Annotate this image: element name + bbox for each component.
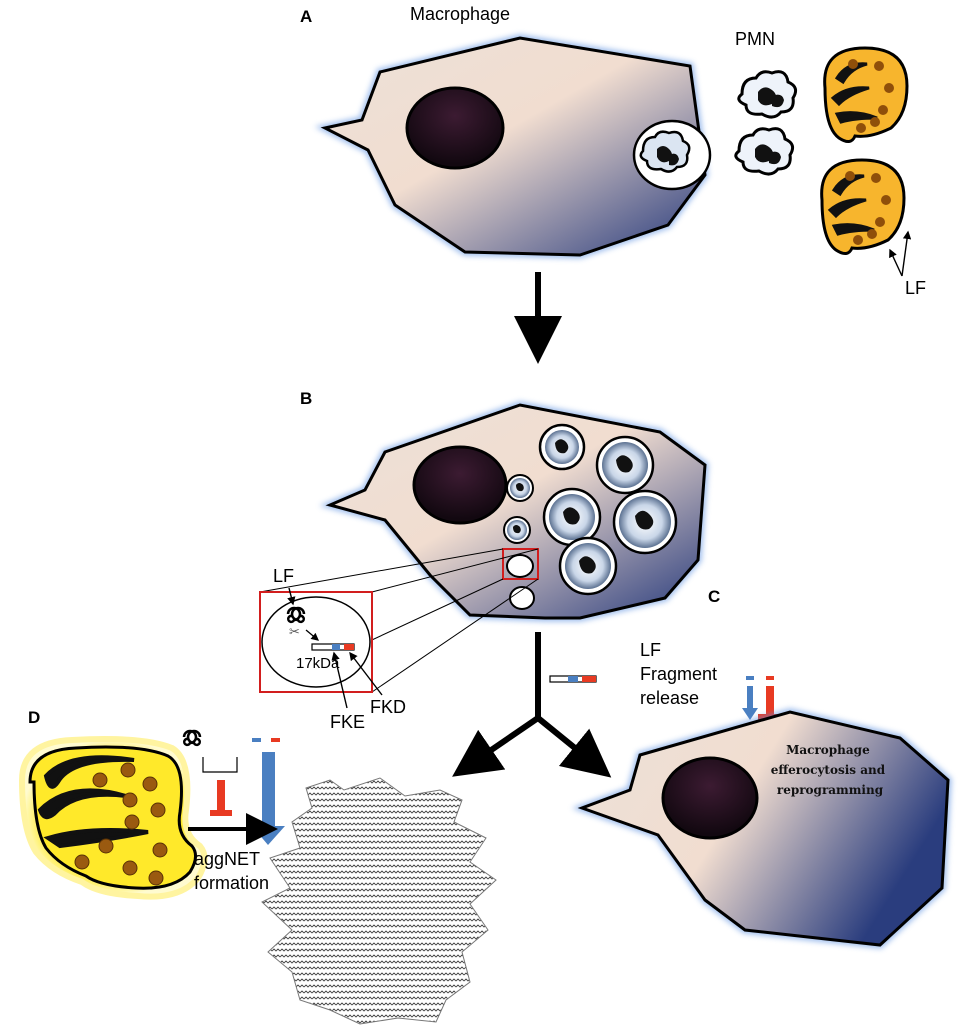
fke-pointer [331,651,348,709]
pmn-cell-1 [737,70,798,119]
lf-pointer-2 [901,230,912,277]
panel-label-c: C [708,587,720,606]
arrow-branch-left [452,715,540,777]
apoptotic-pmn-1 [823,46,909,143]
lf-fragment-bar-zoom [311,643,355,651]
aggnet-label: aggNET formation [194,849,269,893]
net-forming-neutrophil [18,736,208,900]
cleavage-arrow [305,629,319,641]
panel-label-a: A [300,7,312,26]
lf-label-a: LF [905,278,926,298]
macrophage-process-label: Macrophage efferocytosis and reprogrammi… [771,743,890,797]
zoom-source-box [502,548,539,580]
lf-pointer-1 [889,248,903,277]
panel-label-b: B [300,389,312,408]
nucleus-c [661,756,759,840]
lf-fragment-release-label: LF Fragment release [640,640,722,708]
lf-molecule-icon [286,606,306,624]
nucleus-a [405,86,505,170]
panel-label-d: D [28,708,40,727]
kda-label: 17kDa [296,655,340,672]
aggnet-structure [261,777,497,1025]
lf-bracket-inhibit [182,729,238,816]
scissors-icon: ✂ [289,625,300,640]
macrophage-label: Macrophage [410,4,510,24]
zoom-vesicle [261,596,371,688]
macrophage-cell-a [314,34,712,259]
apoptotic-pmn-2 [820,158,906,255]
macrophage-cell-c [571,708,952,949]
nucleus-b [412,445,508,525]
fke-label: FKE [330,712,365,732]
phagosomes-b [503,423,678,610]
lf-label-b: LF [273,566,294,586]
pmn-label: PMN [735,29,775,49]
fkd-label: FKD [370,697,406,717]
engulfed-pmn-a [639,130,691,173]
lf-fragment-bar-release [549,675,597,683]
fkd-pointer [349,651,383,696]
arrow-branch-right [536,715,612,778]
pmn-cell-2 [734,127,795,176]
lf-pointer-b [287,587,296,606]
